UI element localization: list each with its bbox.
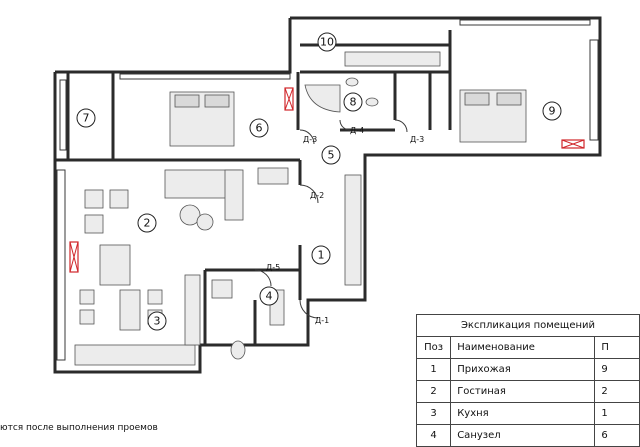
- legend-header-row: Поз Наименование П: [415, 336, 640, 359]
- kitchen-island: [99, 244, 131, 286]
- svg-text:1: 1: [318, 249, 325, 262]
- header-area: П: [594, 336, 640, 359]
- legend-title: Экспликация помещений: [416, 314, 640, 337]
- room-3-marker: 3: [147, 311, 167, 331]
- room-1-marker: 1: [311, 245, 331, 265]
- svg-text:8: 8: [350, 96, 357, 109]
- bathtub: [304, 84, 341, 113]
- door-label-d5: Д-5: [266, 263, 280, 272]
- svg-text:3: 3: [154, 315, 161, 328]
- room-explication-table: Экспликация помещений Поз Наименование П…: [415, 314, 640, 447]
- door-label-d3-a: Д-3: [303, 135, 317, 144]
- svg-text:2: 2: [144, 217, 151, 230]
- header-pos: Поз: [415, 336, 452, 359]
- wardrobe-hall: [344, 174, 362, 286]
- svg-text:6: 6: [256, 122, 263, 135]
- svg-text:7: 7: [83, 112, 90, 125]
- door-label-d1: Д-1: [315, 316, 329, 325]
- room-7-marker: 7: [76, 108, 96, 128]
- door-label-d4: Д-4: [350, 126, 364, 135]
- room-8-marker: 8: [343, 92, 363, 112]
- legend-title-row: Экспликация помещений: [416, 314, 640, 337]
- room-9-marker: 9: [542, 101, 562, 121]
- footnote-text: ются после выполнения проемов: [0, 423, 158, 433]
- door-label-d2: Д-2: [310, 191, 324, 200]
- kitchen-counter: [74, 344, 196, 366]
- storage-shelf: [344, 51, 441, 67]
- table-row: 4 Санузел 6: [415, 424, 640, 447]
- room-labels: 1 2 3 4 5 6 7 8 9 10: [76, 32, 562, 331]
- door-swings: [254, 119, 408, 319]
- coffee-table: [179, 204, 201, 226]
- room-10-marker: 10: [317, 32, 337, 52]
- table-row: 3 Кухня 1: [415, 402, 640, 425]
- dining-table: [119, 289, 141, 331]
- header-name: Наименование: [450, 336, 596, 359]
- room-2-marker: 2: [137, 213, 157, 233]
- door-labels: Д-1 Д-2 Д-3 Д-4 Д-3 Д-5: [266, 126, 424, 325]
- room-6-marker: 6: [249, 118, 269, 138]
- windows: [56, 19, 599, 361]
- svg-text:4: 4: [266, 290, 273, 303]
- svg-text:10: 10: [320, 36, 334, 49]
- table-row: 1 Прихожая 9: [415, 358, 640, 381]
- door-label-d3-b: Д-3: [410, 135, 424, 144]
- table-row: 2 Гостиная 2: [415, 380, 640, 403]
- svg-text:5: 5: [328, 149, 335, 162]
- room-4-marker: 4: [259, 286, 279, 306]
- ventilation-marks: [69, 87, 585, 273]
- svg-text:9: 9: [549, 105, 556, 118]
- room-5-marker: 5: [321, 145, 341, 165]
